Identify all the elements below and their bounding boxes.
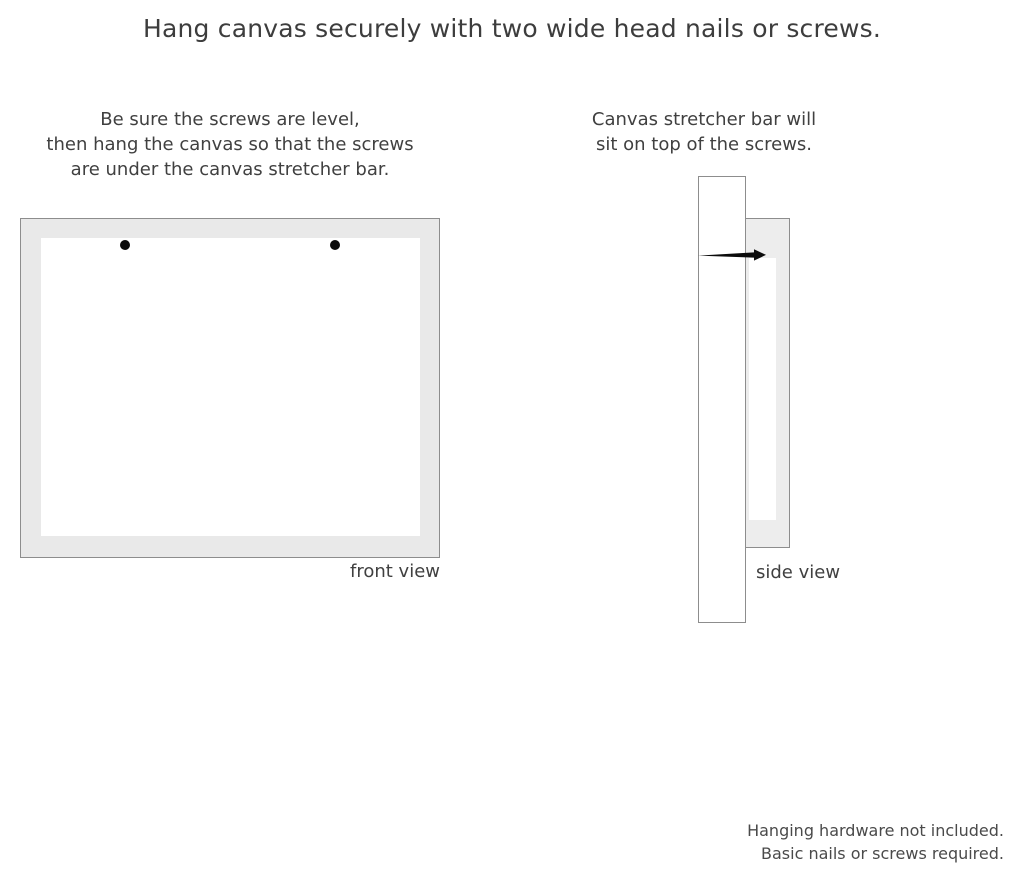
side-view-caption: Canvas stretcher bar will sit on top of … <box>585 107 823 157</box>
front-view-caption-line-1: Be sure the screws are level, <box>100 109 360 130</box>
front-view-caption: Be sure the screws are level, then hang … <box>20 107 440 182</box>
page-title: Hang canvas securely with two wide head … <box>142 14 882 43</box>
stretcher-bar-profile <box>749 258 776 520</box>
screw-side-icon <box>698 249 766 261</box>
side-view-caption-line-1: Canvas stretcher bar will <box>591 109 817 130</box>
side-view-caption-line-2: sit on top of the screws. <box>595 134 813 155</box>
screw-head-left-icon <box>120 240 130 250</box>
front-view-caption-line-3: are under the canvas stretcher bar. <box>70 159 390 180</box>
footer-note-line-1: Hanging hardware not included. <box>747 821 1004 840</box>
side-view-diagram <box>690 170 870 640</box>
footer-note-line-2: Basic nails or screws required. <box>761 844 1004 863</box>
front-view-diagram <box>20 218 440 558</box>
side-view-label: side view <box>756 562 841 583</box>
footer-note: Hanging hardware not included. Basic nai… <box>604 819 1004 865</box>
front-view-label: front view <box>350 561 440 582</box>
canvas-surface-front <box>41 238 420 536</box>
wall-side-profile <box>698 176 746 623</box>
screw-head-right-icon <box>330 240 340 250</box>
front-view-caption-line-2: then hang the canvas so that the screws <box>46 134 414 155</box>
